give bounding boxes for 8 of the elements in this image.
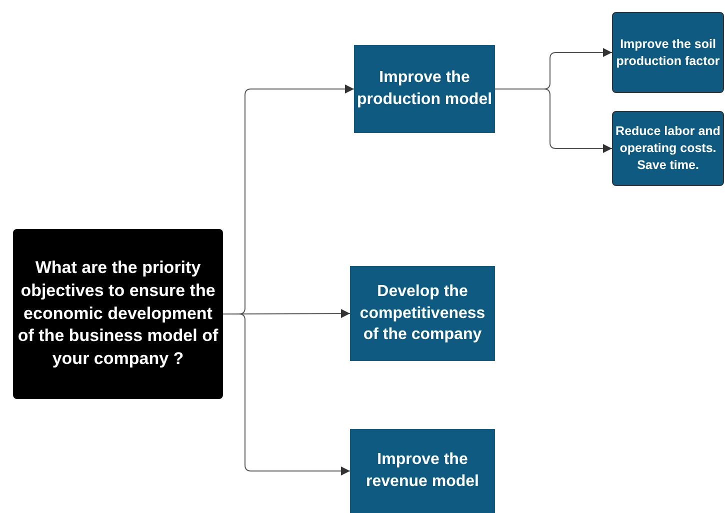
- objective-box: Improve the soil production factor: [612, 12, 724, 93]
- connector-arrow: [222, 314, 350, 476]
- objective-box: Develop the competitiveness of the company: [350, 266, 495, 361]
- connector-arrow: [494, 88, 612, 153]
- objective-box: Reduce labor and operating costs. Save time.: [612, 111, 724, 186]
- objective-box: Improve the revenue model: [350, 429, 495, 513]
- objective-box: Improve the production model: [354, 45, 495, 133]
- question-box: What are the priority objectives to ensure the economic development of the business model of your company ?: [13, 229, 223, 399]
